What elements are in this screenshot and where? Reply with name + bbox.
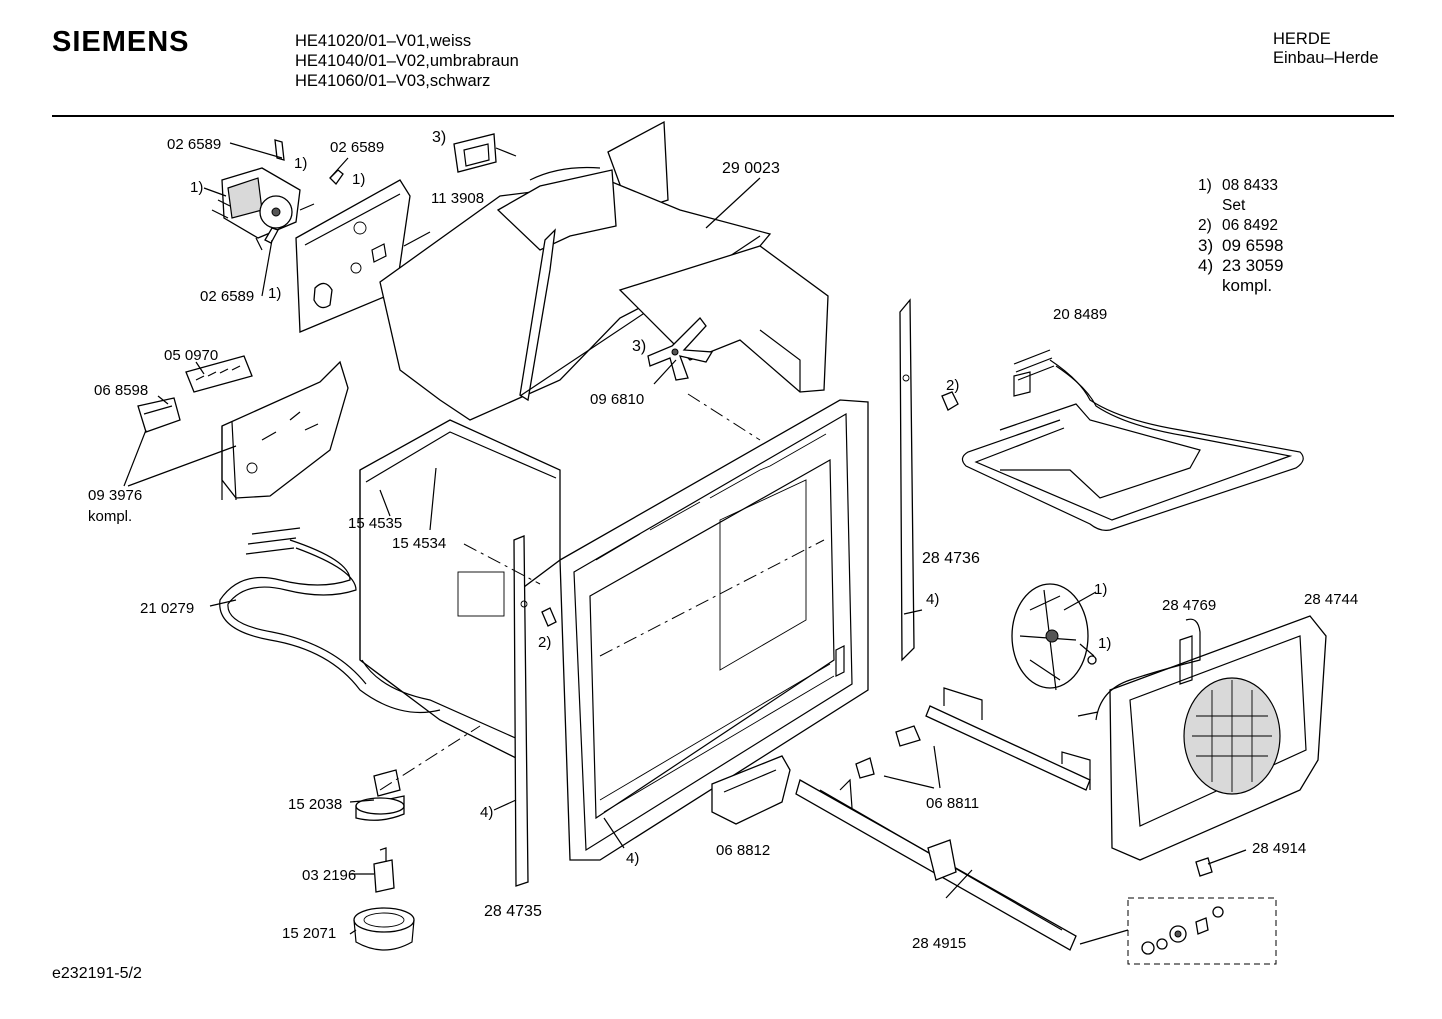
side-rail-part <box>513 535 529 887</box>
footnote-row: 3) 09 6598 <box>1198 236 1283 256</box>
part-label: 02 6589 <box>167 136 221 153</box>
motor-bracket-part <box>295 179 411 333</box>
rear-fan-part <box>1011 583 1097 691</box>
part-label: 15 2038 <box>288 796 342 813</box>
drawer-bracket-part <box>711 755 791 825</box>
screw-part <box>1195 857 1213 877</box>
part-label: 15 4534 <box>392 535 446 552</box>
part-label: 28 4744 <box>1304 591 1358 608</box>
part-label: 02 6589 <box>200 288 254 305</box>
part-label: 28 4735 <box>484 903 542 920</box>
center-lines <box>379 393 825 791</box>
part-label: 05 0970 <box>164 347 218 364</box>
footnote-row: Set <box>1198 196 1283 216</box>
footnote-row: 4) 23 3059 <box>1198 256 1283 276</box>
footnote-number: 1) <box>1198 177 1212 194</box>
clip-part <box>855 725 921 779</box>
part-label: 29 0023 <box>722 160 780 177</box>
footnote-marker: 1) <box>1094 581 1107 598</box>
knob-ring-part <box>353 907 415 951</box>
part-label: 20 8489 <box>1053 306 1107 323</box>
footnote-marker: 4) <box>926 591 939 608</box>
hardware-detail-box <box>1127 897 1277 965</box>
switch-block-part <box>185 355 253 393</box>
footnote-text: 23 3059 <box>1222 256 1284 275</box>
cooling-duct-part <box>379 120 829 421</box>
footnote-marker: 3) <box>632 338 646 355</box>
footnote-marker: 3) <box>432 129 446 146</box>
part-label: 28 4914 <box>1252 840 1306 857</box>
footnote-marker: 4) <box>480 804 493 821</box>
category-block: HERDE Einbau–Herde <box>1273 30 1398 68</box>
footnote-marker: 1) <box>294 155 307 172</box>
switch-part <box>355 769 405 821</box>
part-label: 06 8598 <box>94 382 148 399</box>
header-divider <box>52 115 1394 117</box>
part-label: kompl. <box>88 508 132 525</box>
footnote-marker: 1) <box>1098 635 1111 652</box>
footnote-number: 4) <box>1198 256 1214 275</box>
fan-motor-part <box>211 167 315 251</box>
part-label: 28 4736 <box>922 550 980 567</box>
oven-front-frame-part <box>559 399 869 861</box>
relay-part <box>453 133 517 173</box>
shelf-support-part <box>925 687 1091 791</box>
control-bracket-part <box>221 360 349 501</box>
thermostat-part <box>373 847 395 893</box>
model-line: HE41020/01–V01,weiss <box>295 32 472 50</box>
model-list: HE41020/01–V01,weiss HE41040/01–V02,umbr… <box>295 31 519 91</box>
fan-wheel-part <box>647 317 714 381</box>
part-label: 28 4915 <box>912 935 966 952</box>
footnote-marker: 1) <box>352 171 365 188</box>
part-label: 03 2196 <box>302 867 356 884</box>
footnote-row: kompl. <box>1198 276 1283 296</box>
oven-cavity-part <box>359 419 561 762</box>
drawing-id: e232191-5/2 <box>52 965 142 982</box>
footnote-number: 3) <box>1198 236 1214 255</box>
footnote-row: 2) 06 8492 <box>1198 216 1283 236</box>
footnote-text: 09 6598 <box>1222 236 1284 255</box>
footnote-row: 1) 08 8433 <box>1198 176 1283 196</box>
connector-part <box>137 397 181 433</box>
part-label: 21 0279 <box>140 600 194 617</box>
brand-logo: SIEMENS <box>52 26 190 58</box>
part-label: 28 4769 <box>1162 597 1216 614</box>
plug-part <box>541 391 959 627</box>
footnote-marker: 4) <box>626 850 639 867</box>
part-label: 06 8811 <box>926 795 979 812</box>
telescopic-rail-part <box>795 778 1077 951</box>
rear-cover-part <box>1109 615 1327 861</box>
leader-lines <box>123 142 1247 945</box>
part-label: 11 3908 <box>431 190 484 207</box>
footnote-text: 08 8433 <box>1222 177 1279 194</box>
footnote-text: 06 8492 <box>1222 217 1279 234</box>
part-label: 02 6589 <box>330 139 384 156</box>
part-label: 09 3976 <box>88 487 142 504</box>
footnote-marker: 1) <box>190 179 203 196</box>
part-label: 09 6810 <box>590 391 644 408</box>
footnote-legend: 1) 08 8433 Set 2) 06 8492 3) 09 6598 4) 23 3… <box>1198 176 1283 296</box>
hardware-set-part <box>1141 906 1224 955</box>
category-title: HERDE <box>1273 30 1331 48</box>
footnote-marker: 2) <box>538 634 551 651</box>
part-label: 06 8812 <box>716 842 770 859</box>
model-line: HE41040/01–V02,umbrabraun <box>295 52 519 70</box>
category-subtitle: Einbau–Herde <box>1273 49 1379 67</box>
footnote-marker: 2) <box>946 377 959 394</box>
rear-heater-part <box>1077 618 1201 721</box>
footnote-marker: 1) <box>268 285 281 302</box>
part-label: 15 2071 <box>282 925 336 942</box>
grill-heater-part <box>961 349 1304 531</box>
part-label: 15 4535 <box>348 515 402 532</box>
footnote-text: Set <box>1222 197 1246 214</box>
footnote-number: 2) <box>1198 217 1212 234</box>
model-line: HE41060/01–V03,schwarz <box>295 72 491 90</box>
side-rail-part <box>899 298 915 662</box>
footnote-text: kompl. <box>1222 276 1273 295</box>
